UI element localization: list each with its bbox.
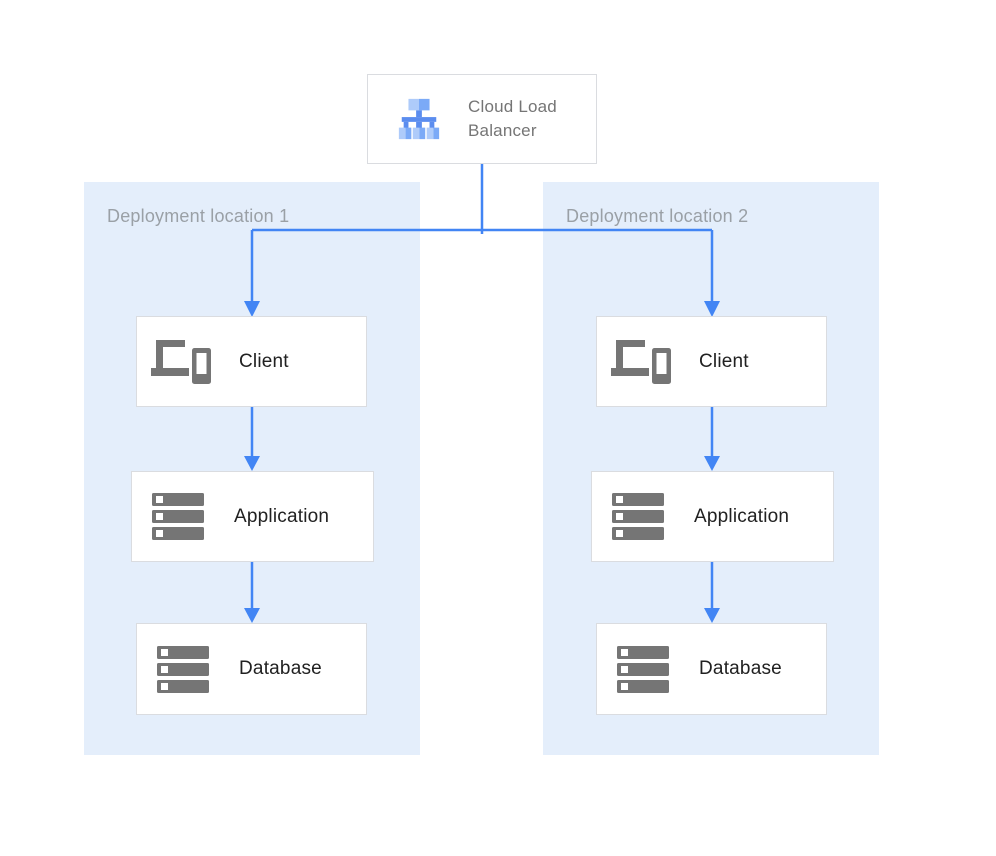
servers-icon	[146, 493, 222, 540]
devices-icon	[151, 339, 227, 384]
arrowhead-application-to-database-1	[244, 608, 260, 623]
devices-icon	[611, 339, 687, 384]
deployment-location-1-label: Deployment location 1	[107, 206, 290, 226]
cloud-load-balancer-label: Cloud Load Balancer	[468, 97, 557, 140]
servers-icon	[611, 645, 687, 693]
arrowhead-client-to-application-2	[704, 456, 720, 471]
servers-icon	[151, 645, 227, 693]
node-label: Database	[239, 658, 322, 679]
node-client-location-2: Client	[596, 316, 827, 407]
node-application-location-1: Application	[131, 471, 374, 562]
node-cloud-load-balancer: Cloud Load Balancer	[367, 74, 597, 164]
node-label: Application	[694, 505, 790, 527]
node-application-location-2: Application	[591, 471, 834, 562]
cloud-load-balancer-icon	[396, 96, 442, 142]
node-label: Application	[234, 505, 330, 527]
node-label: Database	[699, 658, 782, 679]
node-label: Client	[239, 350, 289, 372]
node-client-location-1: Client	[136, 316, 367, 407]
arrowhead-lb-to-client-2	[704, 301, 720, 317]
arrowhead-lb-to-client-1	[244, 301, 260, 317]
servers-icon	[606, 493, 682, 540]
node-database-location-1: Database	[136, 623, 367, 715]
node-label: Client	[699, 350, 749, 372]
arrowhead-client-to-application-1	[244, 456, 260, 471]
deployment-location-2-label: Deployment location 2	[566, 206, 749, 226]
arrowhead-application-to-database-2	[704, 608, 720, 623]
node-database-location-2: Database	[596, 623, 827, 715]
